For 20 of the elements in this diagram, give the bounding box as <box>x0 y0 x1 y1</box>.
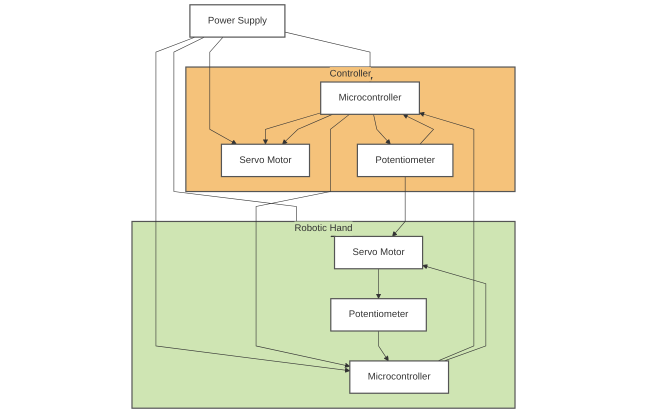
node-box: Power Supply <box>189 4 286 38</box>
node-box: Servo Motor <box>220 144 310 178</box>
arrow <box>373 114 391 144</box>
arrow <box>378 330 389 362</box>
arrow <box>210 36 237 144</box>
arrow <box>282 114 333 144</box>
node-box: Microcontroller <box>320 81 420 115</box>
arrow <box>392 176 406 237</box>
arrow <box>262 112 321 144</box>
arrow <box>256 114 350 368</box>
arrow <box>156 36 350 373</box>
node-box: Servo Motor <box>334 236 424 270</box>
node-box: Potentiometer <box>356 144 454 178</box>
arrow <box>376 268 382 299</box>
arrow <box>419 112 474 362</box>
node-box: Microcontroller <box>349 360 450 394</box>
node-box: Potentiometer <box>330 298 427 332</box>
arrow <box>174 36 336 238</box>
arrow <box>422 264 486 362</box>
arrow <box>402 114 434 145</box>
